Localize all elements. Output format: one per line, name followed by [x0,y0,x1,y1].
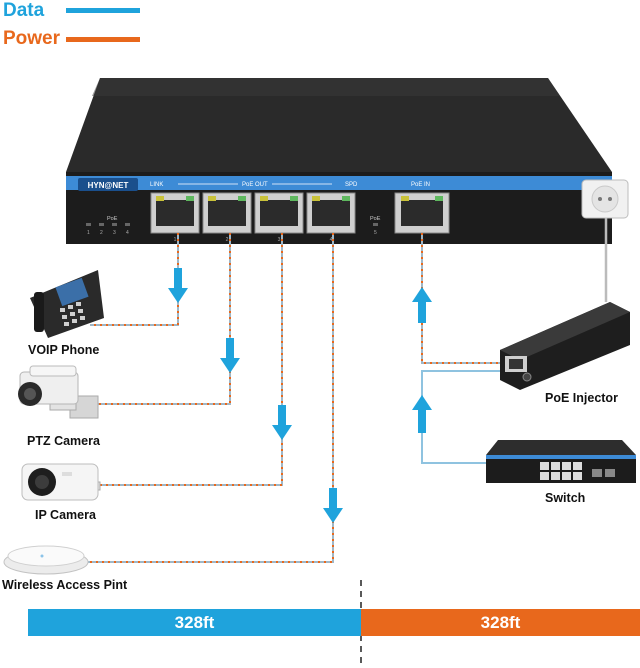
label-switch: Switch [545,491,586,505]
led-number-3: 3 [113,230,116,236]
ethernet-port-3 [254,192,304,234]
ptz-camera-icon [18,365,99,419]
port5-led-number: 5 [374,230,377,236]
label-voip-phone: VOIP Phone [28,343,100,357]
legend-data-line [66,8,140,13]
distance-bar-power: 328ft [361,609,640,636]
distance-right-label: 328ft [480,612,521,632]
brand-logo: HYN@NET [88,181,129,190]
cables [82,216,608,563]
arrow-down-ap [323,488,343,523]
led-number-2: 2 [100,230,103,236]
legend-power-label: Power [3,28,61,49]
label-poe-injector: PoE Injector [545,391,618,405]
legend-data-label: Data [3,0,45,21]
port5-poe-label: PoE [370,216,381,222]
ethernet-port-5 [394,192,450,234]
poe-switch: HYN@NET LINK PoE OUT SPD PoE IN PoE 1 2 … [66,78,612,244]
arrow-up-switch [412,395,432,433]
port-number-1: 1 [174,237,177,243]
ethernet-port-1 [150,192,200,234]
arrow-up-poe-in [412,287,432,323]
port-number-4: 4 [330,237,333,243]
network-switch-icon [486,440,636,483]
arrow-down-ptz [220,338,240,373]
port-number-3: 3 [278,237,281,243]
poe-led-label: PoE [107,216,118,222]
ethernet-port-2 [202,192,252,234]
arrow-down-voip [168,268,188,303]
link-label: LINK [150,182,163,188]
ethernet-port-4 [306,192,356,234]
wireless-ap-icon [3,545,89,575]
led-number-1: 1 [87,230,90,236]
spd-label: SPD [345,182,358,188]
poe-out-label: PoE OUT [242,182,268,188]
legend-power-line [66,37,140,42]
poe-in-label: PoE IN [411,182,430,188]
voip-phone-icon [30,270,104,338]
distance-left-label: 328ft [174,612,215,632]
led-number-4: 4 [126,230,129,236]
ip-camera-icon [21,463,101,501]
port-number-2: 2 [226,237,229,243]
poe-injector-icon [500,302,630,390]
label-ip-camera: IP Camera [35,508,96,522]
label-ptz-camera: PTZ Camera [27,434,100,448]
wall-outlet-icon [581,179,629,219]
arrow-down-ipcam [272,405,292,440]
distance-bar-data: 328ft [28,609,361,636]
label-wireless-ap: Wireless Access Pint [2,578,128,592]
